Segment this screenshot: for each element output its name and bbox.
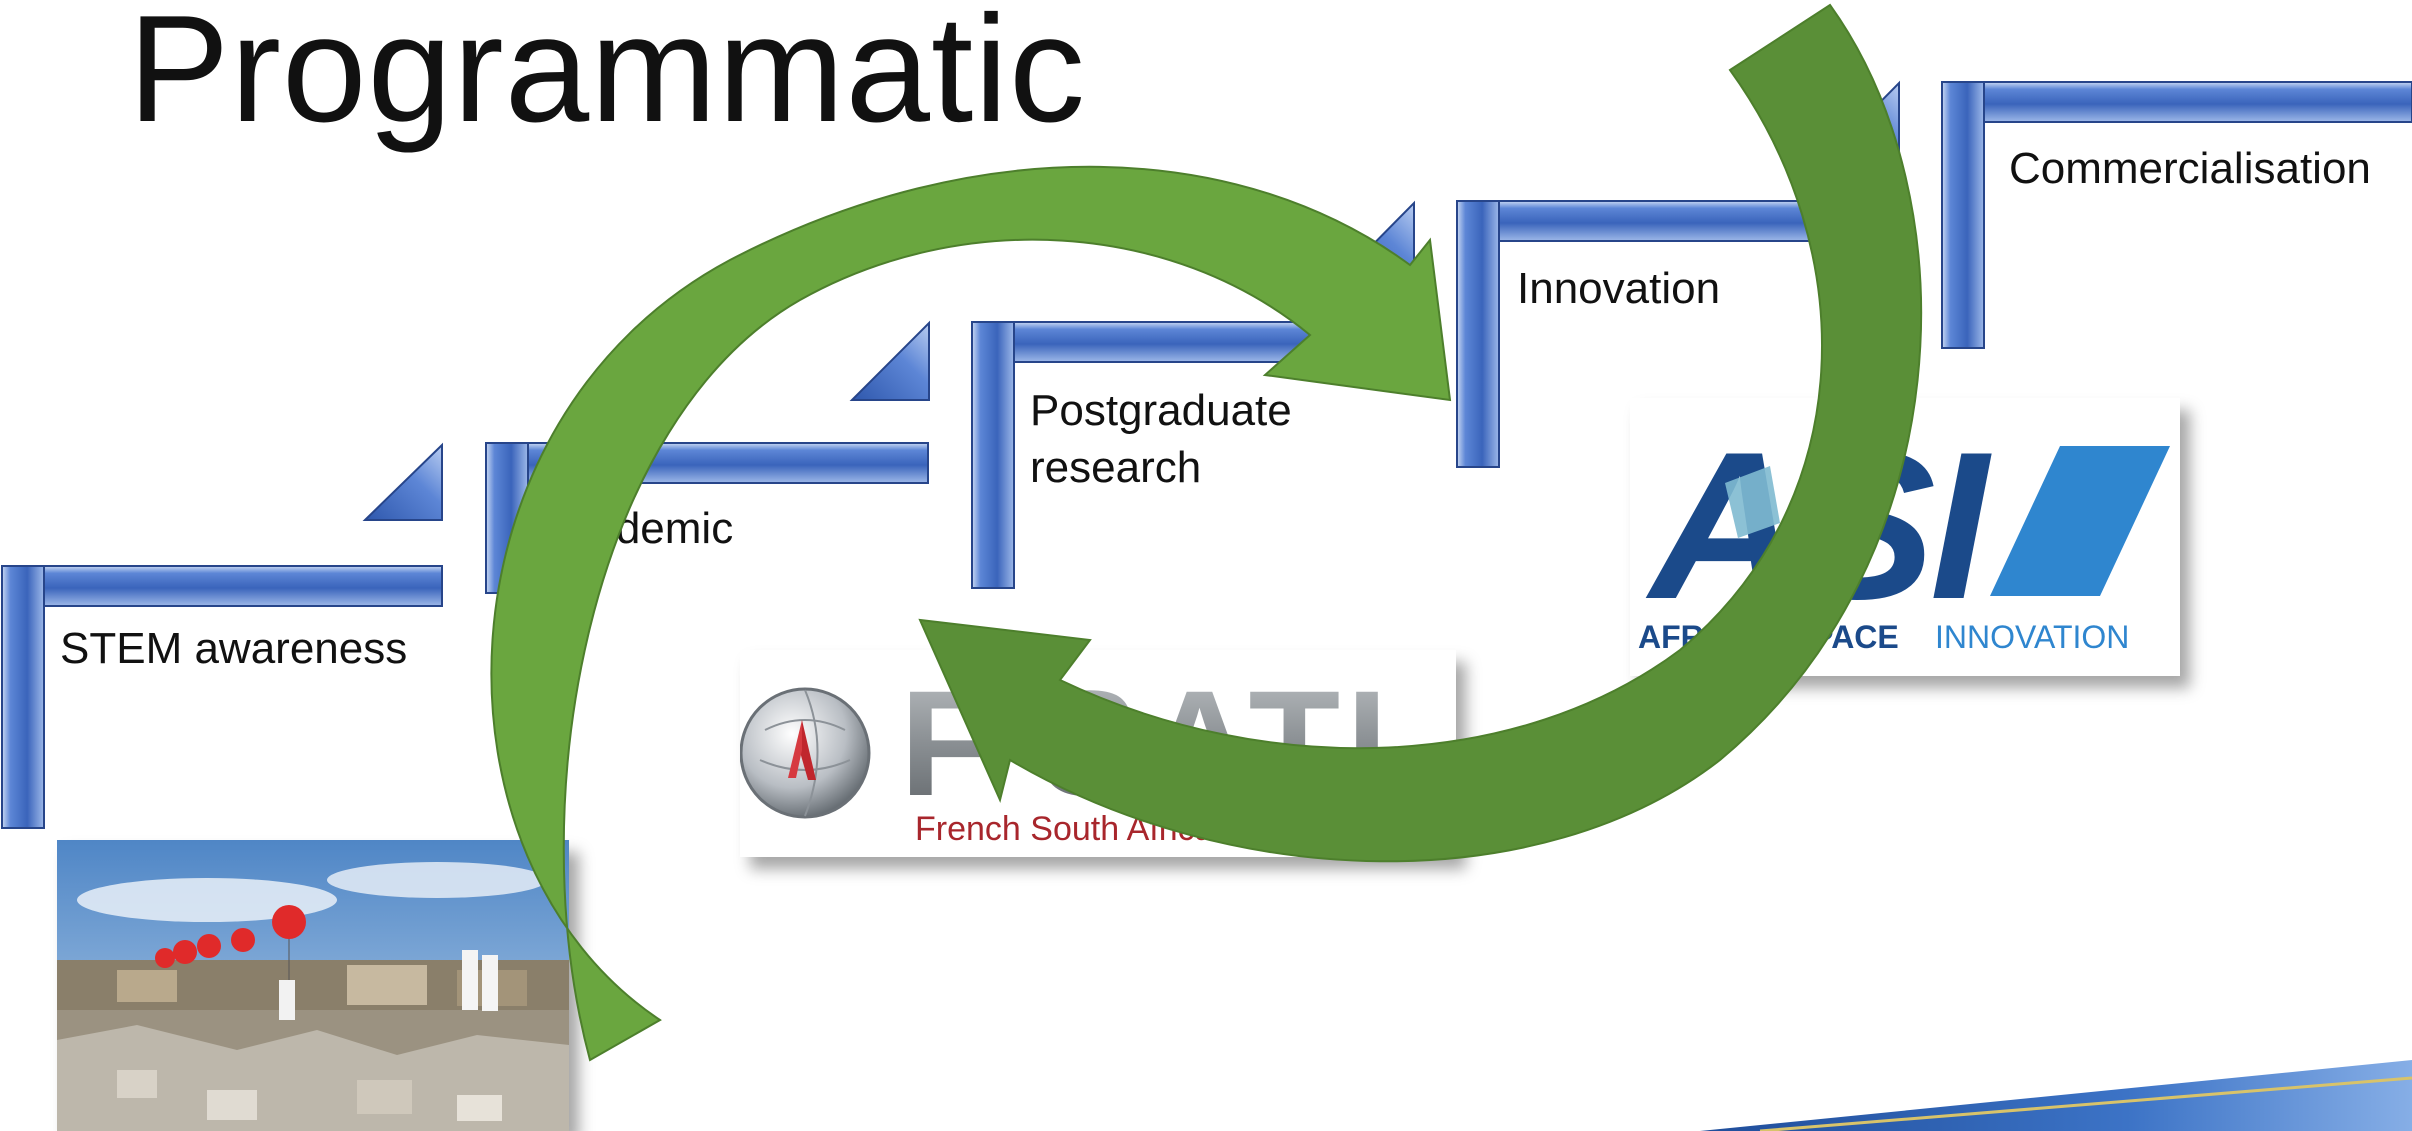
step-triangle-1: [362, 442, 443, 521]
step-triangle-4: [1820, 80, 1900, 161]
step-label-innovation: Innovation: [1517, 264, 1721, 313]
corner-swoosh-line: [1759, 1076, 2412, 1131]
asi-wordmark: ASI: [1645, 408, 1992, 643]
step-triangle-3: [1335, 200, 1415, 281]
step-label-commercialisation: Commercialisation: [2009, 144, 2371, 193]
step-bracket-stem: [1, 565, 443, 829]
fsati-wordmark: F'SATI: [900, 659, 1394, 827]
fsati-subtitle: French South African: [915, 810, 1233, 848]
step-label-stem: STEM awareness: [60, 624, 408, 673]
step-label-postgraduate: Postgraduate research: [1030, 386, 1292, 493]
fsati-logo: F'SATI French South African: [740, 650, 1456, 857]
asi-subtitle-b: INNOVATION: [1935, 619, 2129, 655]
asi-logo: ASI AFRICAN SPACE INNOVATION: [1630, 398, 2180, 676]
balloon-launch-photo: [57, 840, 569, 1131]
step-triangle-2: [849, 320, 930, 401]
step-label-academic: Academic: [540, 504, 734, 553]
asi-subtitle-a: AFRICAN SPACE: [1638, 619, 1899, 655]
corner-swoosh: [1700, 1060, 2412, 1131]
step-bracket-commercialisation: [1941, 81, 2412, 349]
